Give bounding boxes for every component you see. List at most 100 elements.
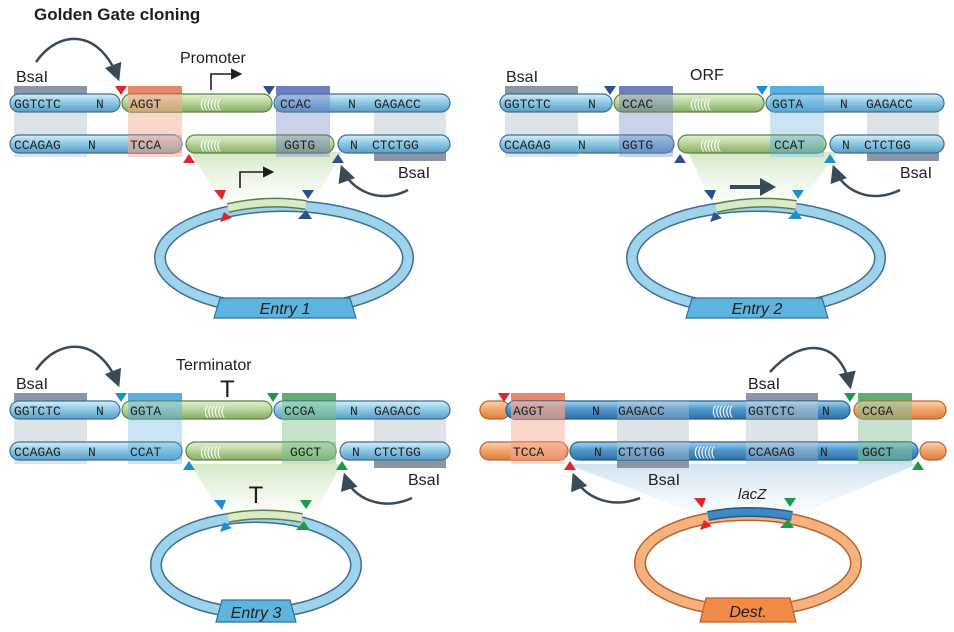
funnel-shading xyxy=(190,152,342,205)
overhang-marker-navy xyxy=(619,86,673,95)
seq-bottom-2: TCCA xyxy=(130,138,161,153)
coil-glyph: (((((( xyxy=(712,403,734,418)
seq-top-5: GAGACC xyxy=(374,404,421,419)
cut-site-triangle-red xyxy=(214,190,226,200)
seq-top-2: CCAC xyxy=(622,97,653,112)
cut-site-triangle-navy xyxy=(710,212,722,222)
dna-segment xyxy=(337,134,451,154)
plasmid-insert xyxy=(227,199,307,212)
part-label-orf: ORF xyxy=(690,67,724,84)
bsai-cut-arrow xyxy=(34,37,122,82)
overhang-fill xyxy=(282,401,336,419)
cut-site-triangle-green xyxy=(296,521,310,530)
plasmid-ring xyxy=(627,201,885,315)
seq-top-4: N xyxy=(822,404,830,419)
bsai-label: BsaI xyxy=(398,165,430,182)
overhang-fill xyxy=(617,401,689,419)
plasmid-ring xyxy=(635,510,861,616)
plasmid-ring xyxy=(155,201,413,315)
bsai-label: BsaI xyxy=(900,165,932,182)
seq-bottom-0: CCAGAG xyxy=(14,138,61,153)
panel-entry-2: (((((( (((((( GGTCTC N CCAC GGTA N GAGAC… xyxy=(499,67,945,319)
coil-glyph: (((((( xyxy=(694,444,716,459)
seq-bottom-2: CCAT xyxy=(130,445,161,460)
seq-top-5: GAGACC xyxy=(866,97,913,112)
bsai-cut-arrow xyxy=(571,472,641,504)
cut-site-triangle-navy xyxy=(332,154,344,163)
terminator-icon: T xyxy=(220,376,235,403)
dna-segment xyxy=(829,134,945,154)
cut-site-triangle-red xyxy=(115,86,127,95)
cut-site-triangle-green xyxy=(336,461,348,470)
panel-destination: (((((( (((((( AGGT N GAGACC GGTCTC N CCG… xyxy=(479,346,947,623)
seq-top-1: N xyxy=(96,97,104,112)
promoter-arrow-icon xyxy=(210,68,243,90)
overhang-fill xyxy=(619,94,673,112)
cut-site-triangle-cyan xyxy=(220,522,232,532)
bsai-cut-arrow xyxy=(830,164,901,198)
bsai-marker-left xyxy=(14,86,87,95)
cut-site-triangle-navy xyxy=(263,86,275,95)
overhang-marker-cyan xyxy=(770,86,824,95)
dna-segment xyxy=(9,400,121,420)
overhang-marker-cyan xyxy=(128,393,182,402)
bsai-cut-arrow xyxy=(338,164,409,198)
bsai-marker-left xyxy=(14,393,87,402)
seq-bottom-4: N xyxy=(350,138,358,153)
page-title: Golden Gate cloning xyxy=(34,5,200,24)
dna-segment xyxy=(185,134,335,154)
overhang-fill xyxy=(511,442,565,460)
seq-bottom-0: CCAGAG xyxy=(504,138,551,153)
seq-top-3: GGTA xyxy=(772,97,803,112)
coil-glyph: (((((( xyxy=(690,96,712,111)
seq-top-5: GAGACC xyxy=(374,97,421,112)
coil-glyph: (((((( xyxy=(200,96,222,111)
bsai-marker-right xyxy=(867,152,939,161)
overhang-fill xyxy=(858,401,912,419)
dna-segment xyxy=(499,93,613,113)
coil-glyph: (((((( xyxy=(200,137,222,152)
bsai-marker xyxy=(617,459,689,468)
bsai-marker-right xyxy=(374,152,446,161)
overhang-fill xyxy=(276,94,330,112)
overhang-fill xyxy=(617,442,689,460)
panel-entry-1: (((((( (((((( GGTCTC N AGGT CCAC N GAGAC… xyxy=(9,37,451,319)
seq-top-3: GGTCTC xyxy=(748,404,795,419)
plasmid-label: Entry 2 xyxy=(732,301,783,318)
cut-site-triangle-cyan xyxy=(788,210,802,219)
cut-site-triangle-red xyxy=(564,461,576,470)
dna-segment xyxy=(499,134,675,154)
seq-bottom-1: N xyxy=(594,445,602,460)
bsai-label: BsaI xyxy=(16,376,48,393)
seq-bottom-4: N xyxy=(820,445,828,460)
part-label-terminator: Terminator xyxy=(176,357,252,374)
promoter-arrow-icon xyxy=(239,166,275,188)
panel-entry-3: (((((( (((((( GGTCTC N GGTA CCGA N GAGAC… xyxy=(9,345,451,623)
cut-site-triangle-green xyxy=(300,500,312,509)
dna-segment xyxy=(339,441,451,461)
funnel-shading xyxy=(190,464,342,517)
overhang-fill xyxy=(858,442,912,460)
cut-site-triangle-green xyxy=(784,498,796,507)
insert-label-lacz: lacZ xyxy=(738,486,767,503)
seq-top-0: AGGT xyxy=(513,404,544,419)
bsai-marker-left xyxy=(505,86,578,95)
overhang-marker-navy xyxy=(276,86,330,95)
orf-arrow-icon xyxy=(730,178,776,196)
seq-bottom-3: GGCT xyxy=(290,445,321,460)
overhang-fill xyxy=(128,94,182,112)
seq-bottom-3: CCAGAG xyxy=(748,445,795,460)
seq-top-1: N xyxy=(96,404,104,419)
cut-site-triangle-navy xyxy=(604,86,616,95)
seq-bottom-1: N xyxy=(88,138,96,153)
seq-bottom-5: CTCTGG xyxy=(864,138,911,153)
cut-site-triangle-red xyxy=(694,498,706,508)
dna-segment xyxy=(613,93,765,113)
coil-glyph: (((((( xyxy=(700,137,722,152)
seq-bottom-0: CCAGAG xyxy=(14,445,61,460)
seq-bottom-5: CTCTGG xyxy=(374,445,421,460)
overhang-fill xyxy=(746,401,818,419)
cut-site-triangle-navy xyxy=(298,210,312,219)
plasmid-ring xyxy=(151,512,361,618)
